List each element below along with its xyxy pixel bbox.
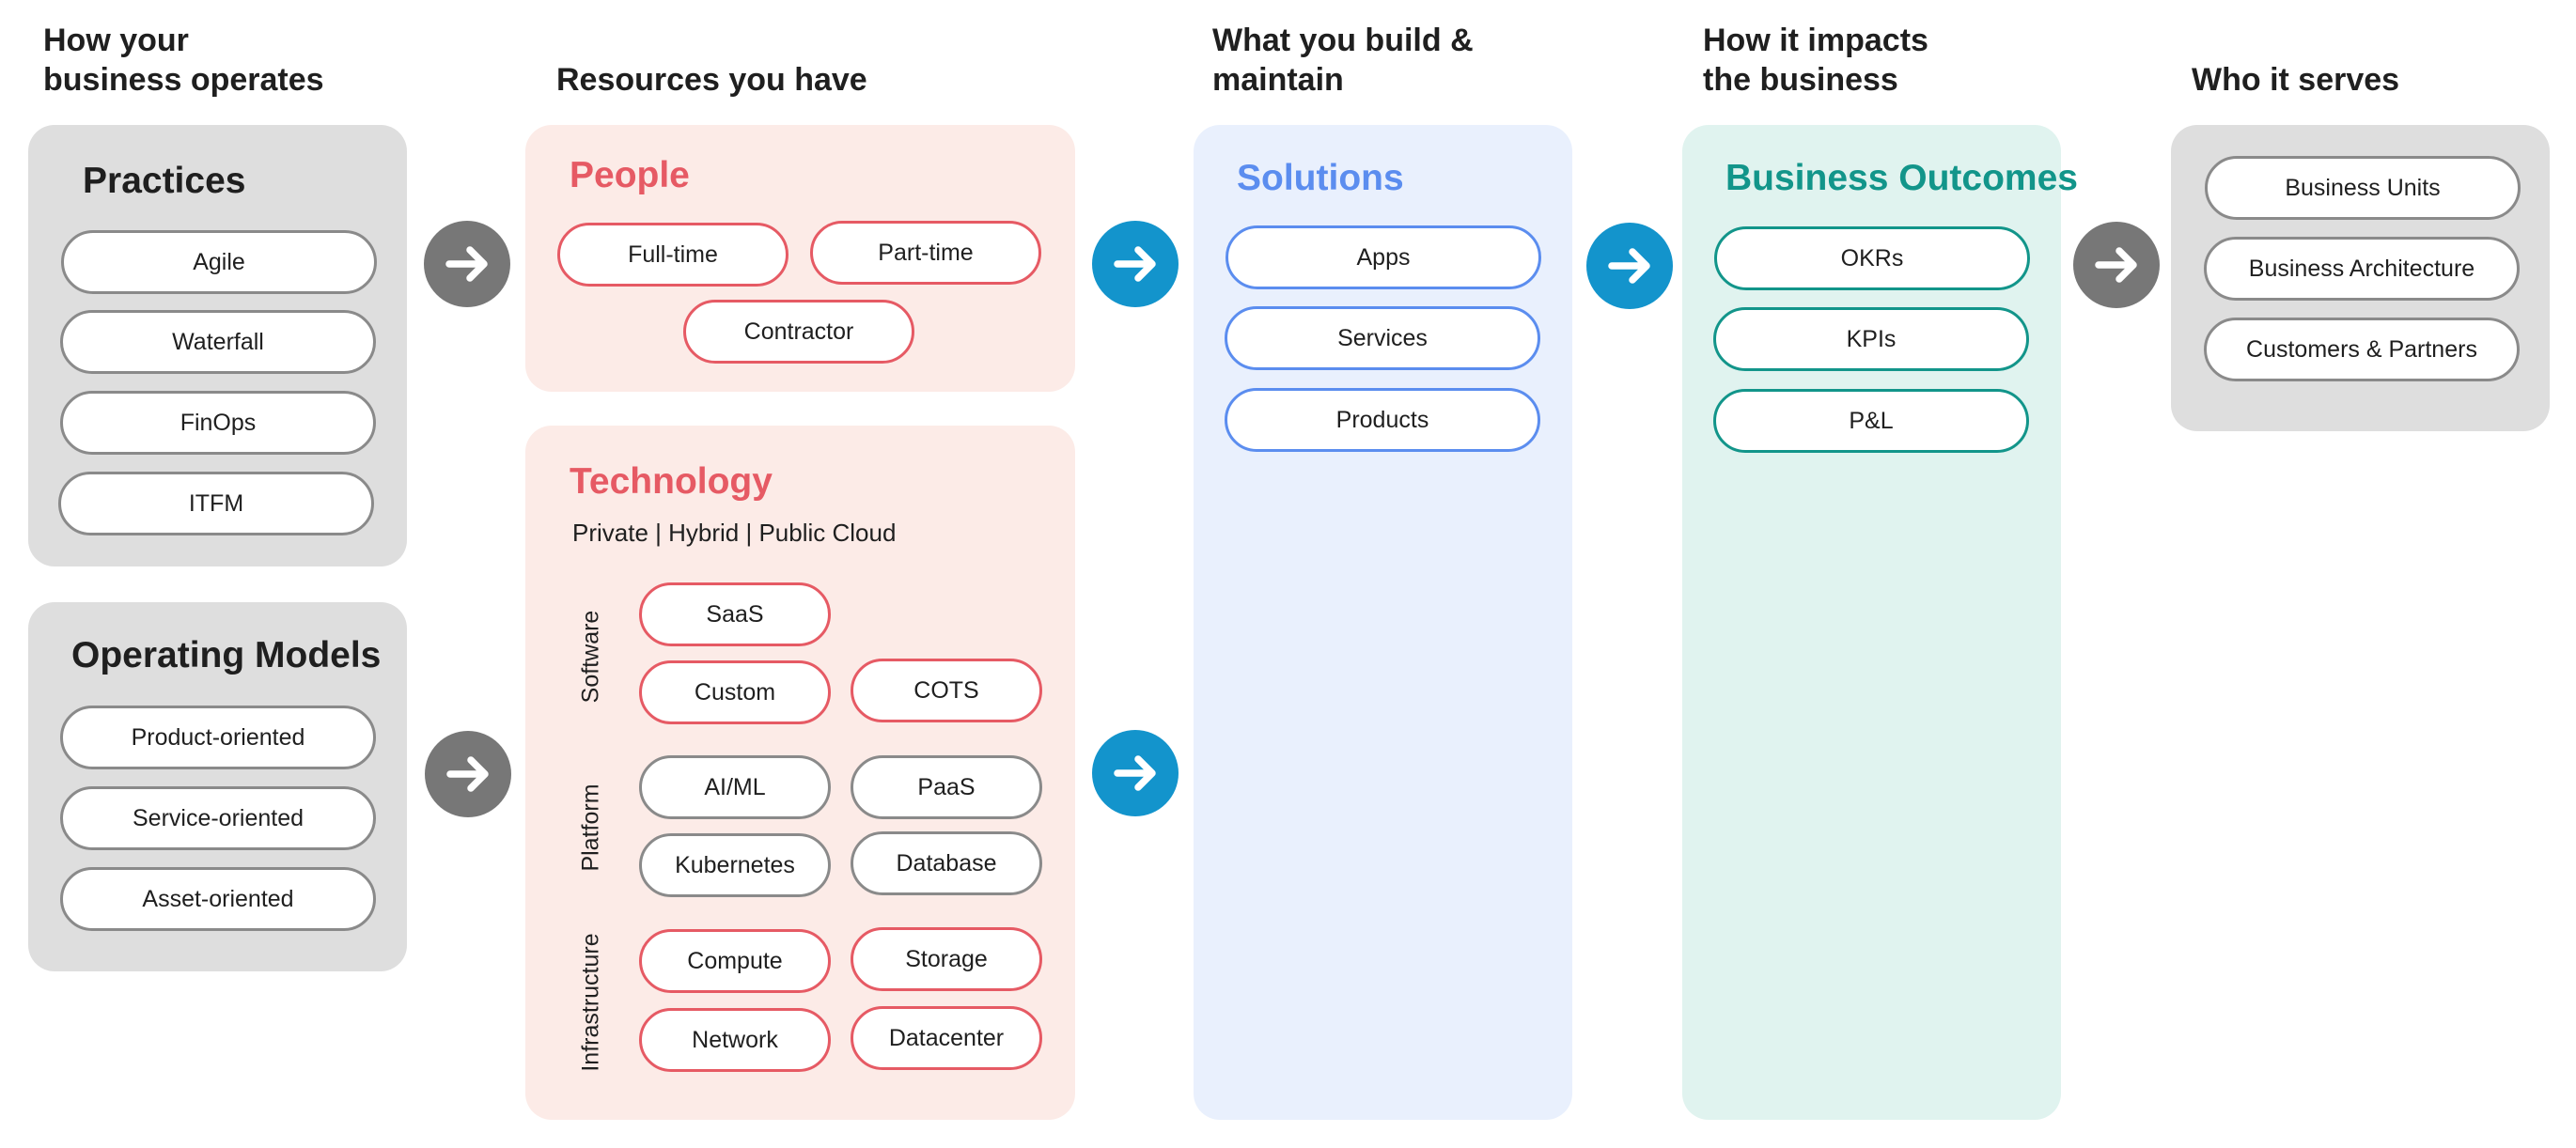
tech-paas[interactable]: PaaS — [851, 755, 1042, 819]
solutions-title: Solutions — [1237, 158, 1404, 198]
outcome-kpis[interactable]: KPIs — [1713, 307, 2029, 371]
practice-finops[interactable]: FinOps — [60, 391, 376, 455]
tech-ai-ml[interactable]: AI/ML — [639, 755, 831, 819]
solutions-panel: Solutions Apps Services Products — [1194, 125, 1572, 1120]
tech-database[interactable]: Database — [851, 831, 1042, 895]
solution-apps[interactable]: Apps — [1226, 225, 1541, 289]
serves-panel: Business Units Business Architecture Cus… — [2171, 125, 2550, 431]
tech-compute[interactable]: Compute — [639, 929, 831, 993]
operating-models-title: Operating Models — [71, 635, 382, 675]
tech-datacenter[interactable]: Datacenter — [851, 1006, 1042, 1070]
serves-business-units[interactable]: Business Units — [2205, 156, 2521, 220]
model-service-oriented[interactable]: Service-oriented — [60, 786, 376, 850]
solution-services[interactable]: Services — [1225, 306, 1540, 370]
model-asset-oriented[interactable]: Asset-oriented — [60, 867, 376, 931]
people-title: People — [570, 155, 690, 195]
platform-label: Platform — [577, 783, 604, 872]
people-part-time[interactable]: Part-time — [810, 221, 1041, 285]
technology-title: Technology — [570, 461, 773, 502]
business-outcomes-panel: Business Outcomes OKRs KPIs P&L — [1682, 125, 2078, 1120]
infrastructure-label: Infrastructure — [577, 933, 604, 1072]
operating-models-panel: Operating Models Product-oriented Servic… — [28, 602, 407, 971]
technology-subtitle: Private | Hybrid | Public Cloud — [572, 519, 897, 547]
outcome-pl[interactable]: P&L — [1713, 389, 2029, 453]
model-product-oriented[interactable]: Product-oriented — [60, 706, 376, 769]
practices-panel: Practices Agile Waterfall FinOps ITFM — [28, 125, 407, 566]
header-build: What you build & maintain — [1212, 23, 1474, 98]
tech-network[interactable]: Network — [639, 1008, 831, 1072]
practices-title: Practices — [83, 161, 246, 201]
serves-business-architecture[interactable]: Business Architecture — [2204, 237, 2520, 301]
outcome-okrs[interactable]: OKRs — [1714, 226, 2030, 290]
arrow-right-icon — [1092, 730, 1179, 816]
people-contractor[interactable]: Contractor — [683, 300, 914, 364]
arrow-right-icon — [425, 731, 511, 817]
arrow-right-icon — [424, 221, 510, 307]
serves-customers-partners[interactable]: Customers & Partners — [2204, 318, 2520, 381]
practice-waterfall[interactable]: Waterfall — [60, 310, 376, 374]
header-resources: Resources you have — [556, 62, 867, 98]
arrow-right-icon — [1586, 223, 1673, 309]
tech-custom[interactable]: Custom — [639, 660, 831, 724]
header-operates: How your business operates — [43, 23, 324, 98]
tech-kubernetes[interactable]: Kubernetes — [639, 833, 831, 897]
header-serves: Who it serves — [2192, 62, 2400, 98]
people-panel: People Full-time Part-time Contractor — [525, 125, 1075, 392]
business-outcomes-title: Business Outcomes — [1725, 158, 2078, 198]
header-impacts: How it impacts the business — [1703, 23, 1928, 98]
solution-products[interactable]: Products — [1225, 388, 1540, 452]
practice-agile[interactable]: Agile — [61, 230, 377, 294]
tech-cots[interactable]: COTS — [851, 659, 1042, 722]
arrow-right-icon — [1092, 221, 1179, 307]
tech-storage[interactable]: Storage — [851, 927, 1042, 991]
arrow-right-icon — [2073, 222, 2160, 308]
practice-itfm[interactable]: ITFM — [58, 472, 374, 535]
people-full-time[interactable]: Full-time — [557, 223, 788, 287]
technology-panel: Technology Private | Hybrid | Public Clo… — [525, 426, 1075, 1120]
tech-saas[interactable]: SaaS — [639, 582, 831, 646]
software-label: Software — [577, 610, 604, 704]
